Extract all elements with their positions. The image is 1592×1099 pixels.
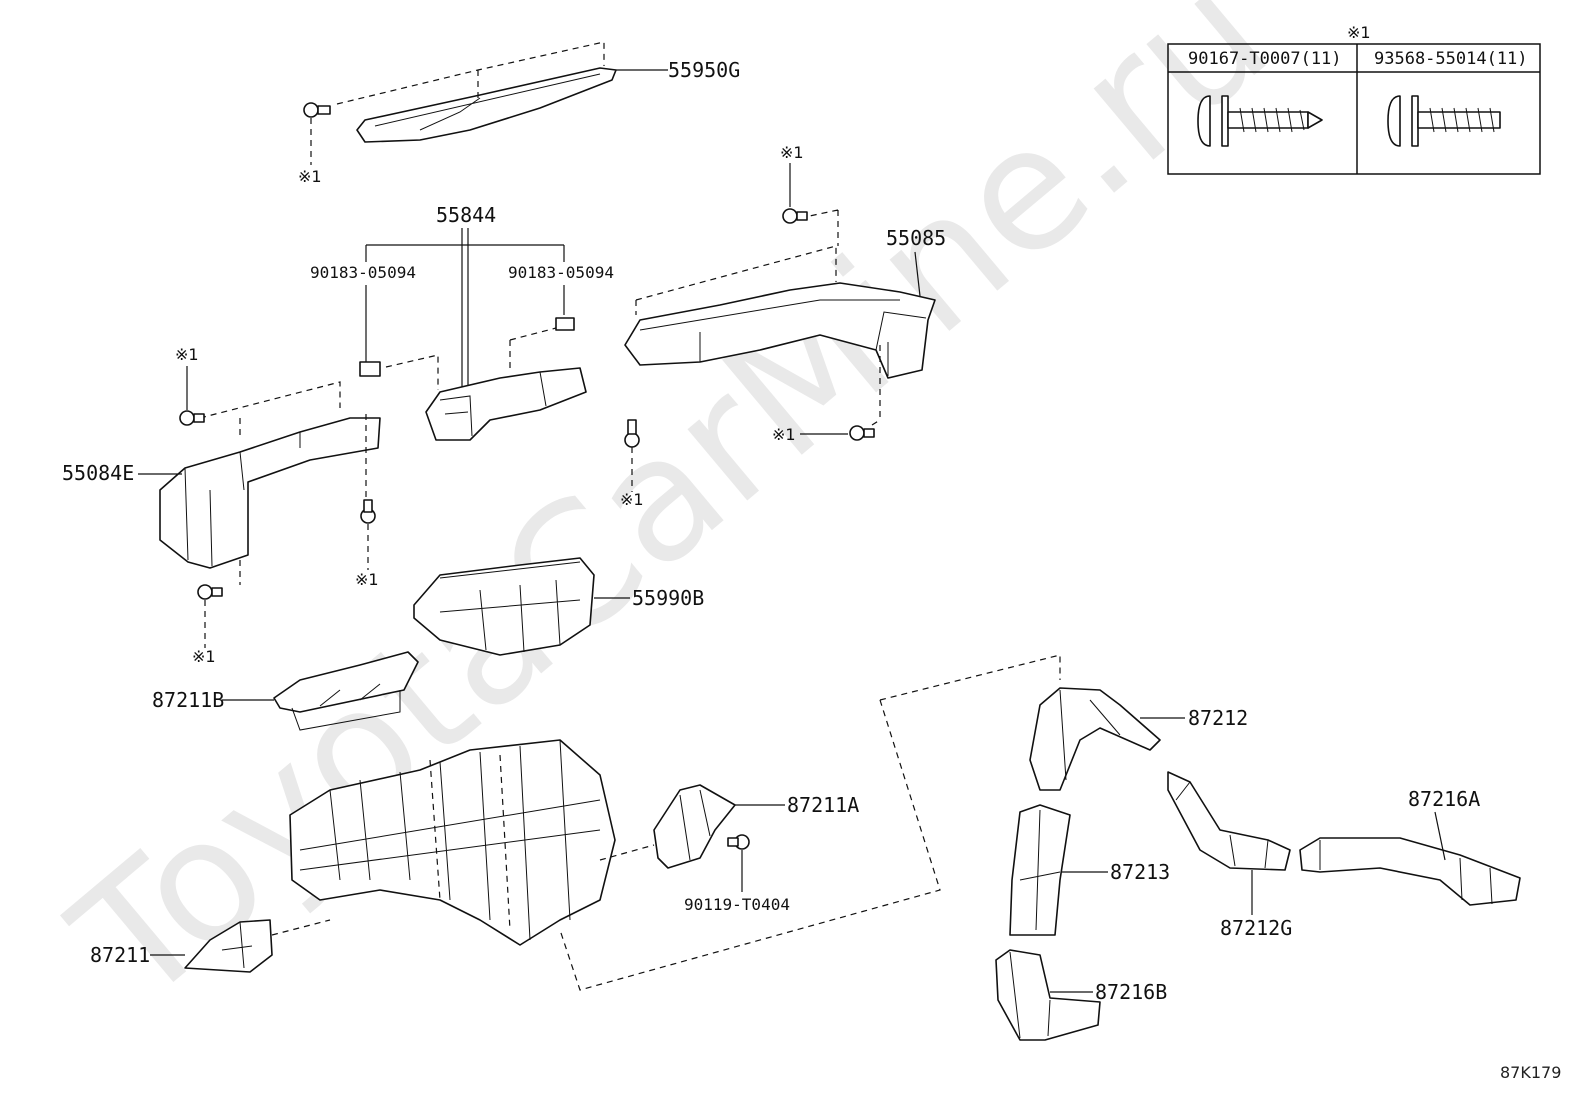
label-87211A: 87211A: [787, 793, 859, 817]
mark-1: ※1: [780, 143, 804, 162]
legend-col-2: 93568-55014(11): [1374, 49, 1528, 69]
part-55990B: 55990B: [413, 557, 704, 656]
part-87216B: 87216B: [995, 949, 1167, 1041]
label-90183-right: 90183-05094: [508, 263, 614, 282]
mark-1: ※1: [298, 167, 322, 186]
part-87212G: 87212G: [1167, 771, 1292, 940]
label-55844: 55844: [436, 203, 496, 227]
mark-1: ※1: [620, 490, 644, 509]
fastener-legend-table: ※1 90167-T0007(11) 93568-55014(11): [1167, 23, 1541, 175]
label-87216B: 87216B: [1095, 980, 1167, 1004]
part-87211: 87211: [90, 919, 331, 973]
mark-1: ※1: [175, 345, 199, 364]
legend-mark: ※1: [1347, 23, 1371, 42]
part-87212: 87212: [1029, 687, 1248, 791]
mark-1: ※1: [355, 570, 379, 589]
label-55990B: 55990B: [632, 586, 704, 610]
part-55844: 55844 90183-05094 90183-05094: [310, 203, 614, 441]
label-87216A: 87216A: [1408, 787, 1480, 811]
mark-1: ※1: [772, 425, 796, 444]
mark-1: ※1: [192, 647, 216, 666]
group-boundary: [559, 654, 1061, 991]
clip-right-icon: [555, 317, 575, 331]
clip-icon: [303, 102, 331, 118]
label-87213: 87213: [1110, 860, 1170, 884]
part-87211A: 87211A 90119-T0404: [599, 784, 859, 914]
clip-icon: [727, 834, 750, 850]
part-55084E: 55084E ※1 ※1 ※1: [62, 345, 381, 666]
part-87211B: 87211B: [152, 651, 419, 731]
label-87211: 87211: [90, 943, 150, 967]
label-55085: 55085: [886, 226, 946, 250]
label-87212G: 87212G: [1220, 916, 1292, 940]
label-90119-T0404: 90119-T0404: [684, 895, 790, 914]
heater-unit: [289, 739, 616, 946]
label-87212: 87212: [1188, 706, 1248, 730]
part-55085: 55085 ※1 ※1 ※1: [620, 143, 946, 509]
part-87213: 87213: [1009, 804, 1170, 936]
clip-icon: [197, 584, 223, 600]
label-55950G: 55950G: [668, 58, 740, 82]
label-87211B: 87211B: [152, 688, 224, 712]
label-55084E: 55084E: [62, 461, 134, 485]
legend-col-1: 90167-T0007(11): [1188, 49, 1342, 69]
clip-icon: [624, 419, 640, 448]
label-90183-left: 90183-05094: [310, 263, 416, 282]
screw-2-icon: [1387, 95, 1501, 147]
clip-icon: [782, 208, 808, 224]
diagram-code: 87K179: [1500, 1063, 1561, 1082]
screw-1-icon: [1197, 95, 1323, 147]
clip-icon: [849, 425, 875, 441]
part-55950G: 55950G ※1: [298, 41, 740, 186]
clip-icon: [179, 410, 205, 426]
clip-icon: [360, 499, 376, 524]
part-87216A: 87216A: [1299, 787, 1521, 906]
clip-left-icon: [359, 361, 381, 377]
